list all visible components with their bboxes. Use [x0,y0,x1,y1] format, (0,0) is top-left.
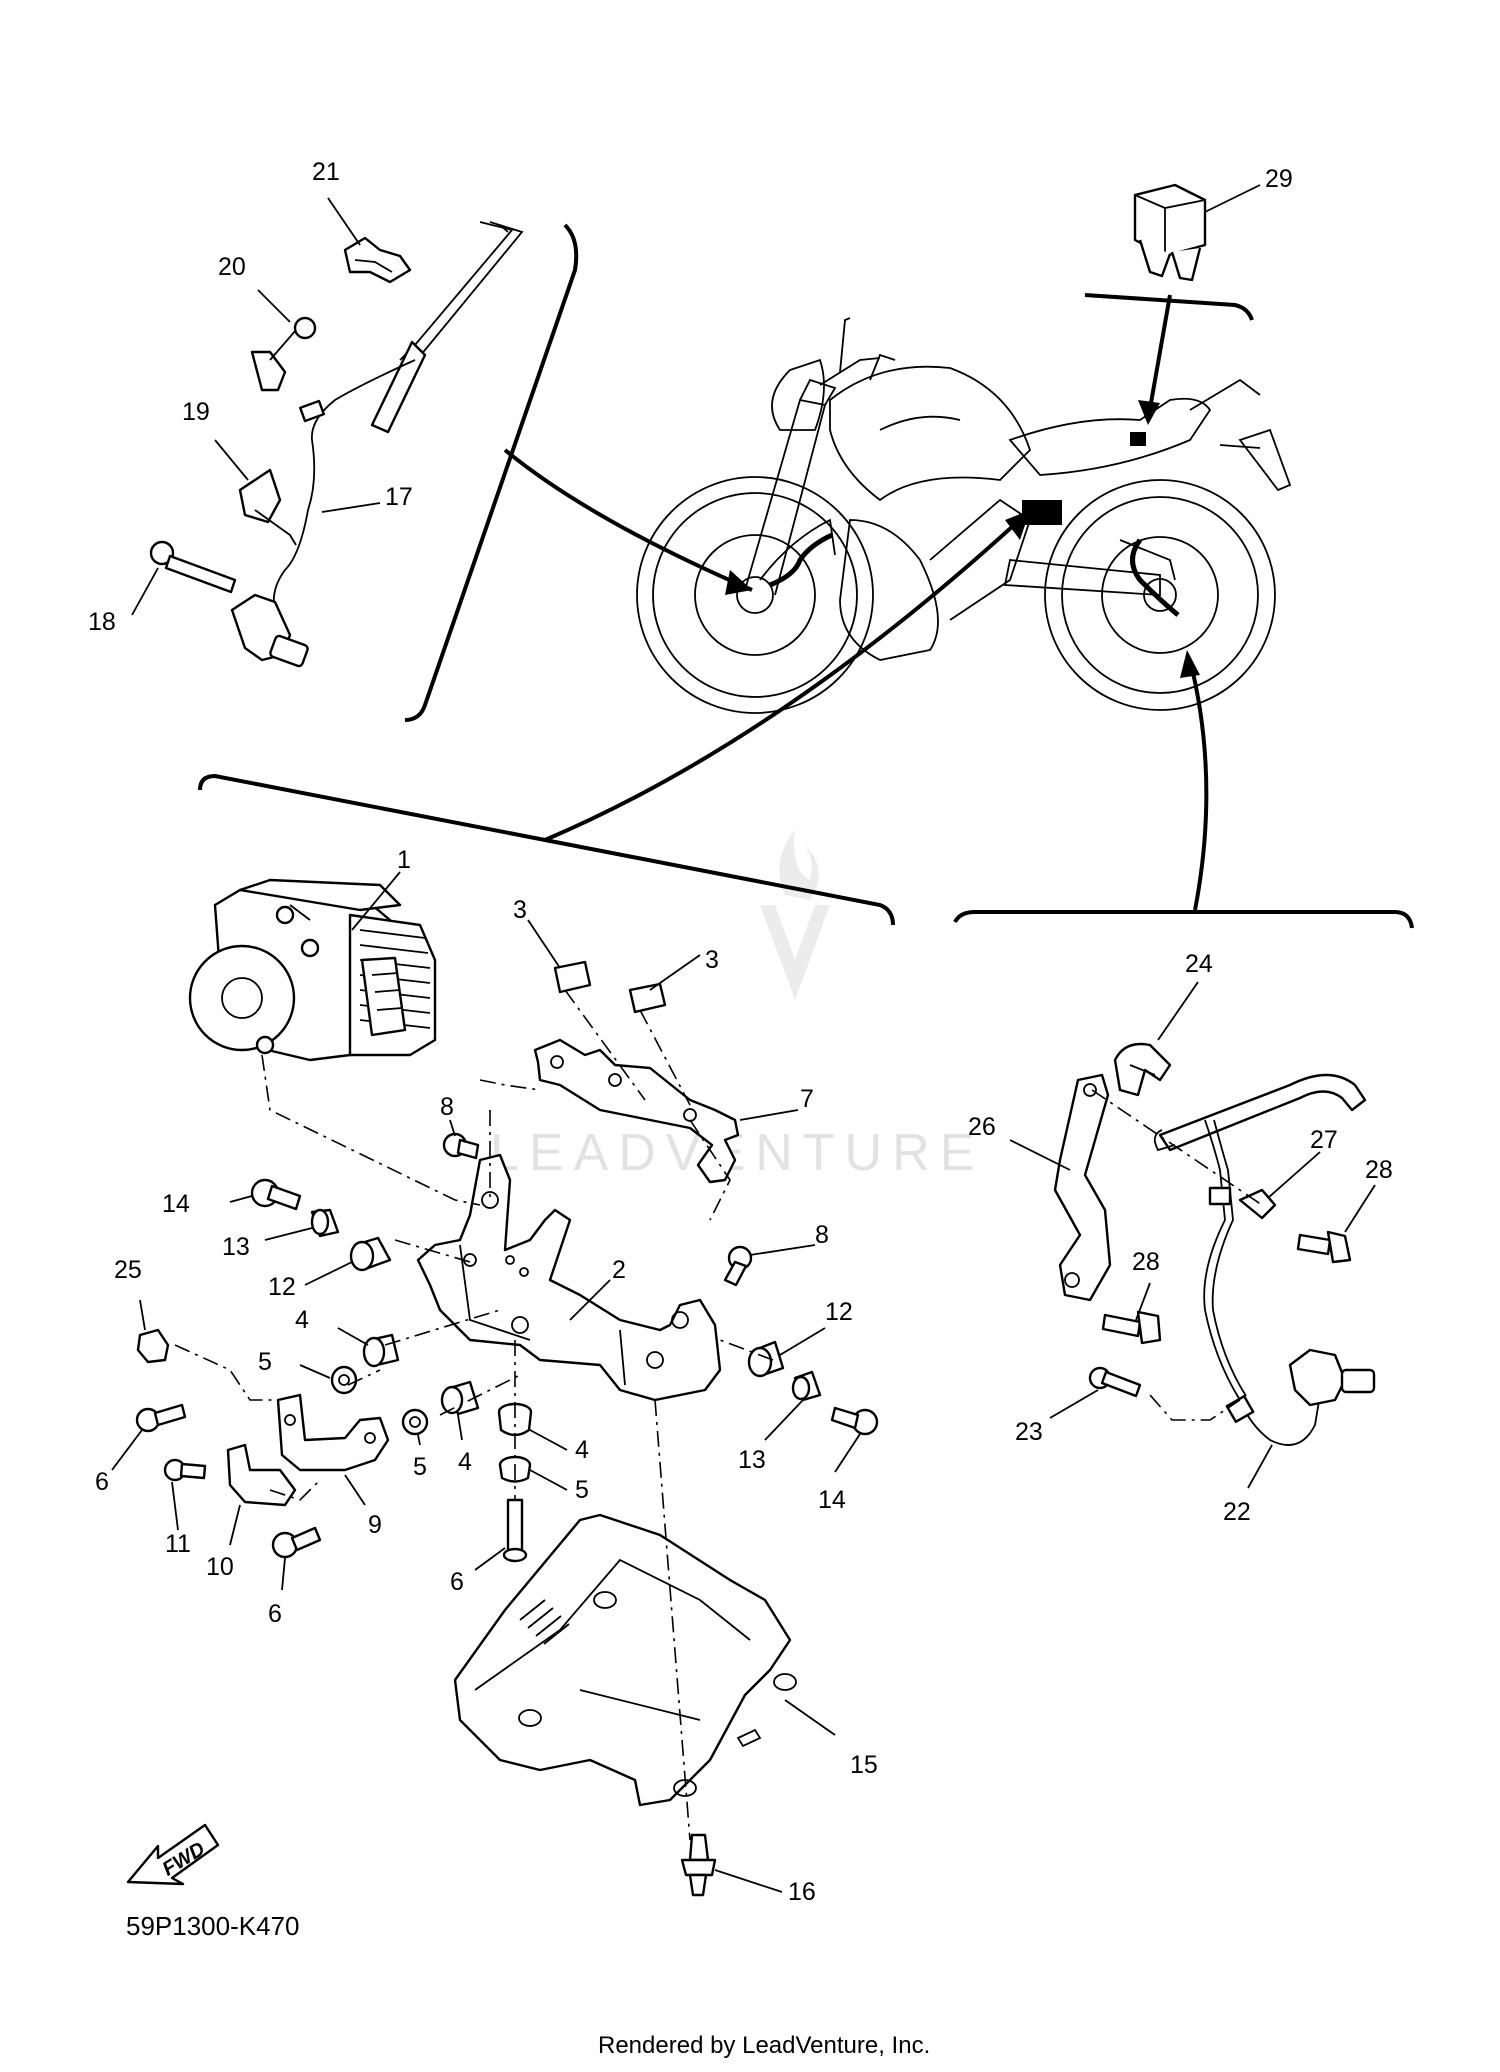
motorcycle-overview [503,294,1292,911]
part-20-tab [250,350,287,392]
fwd-arrow: FWD [126,1823,220,1886]
callout-5-stack: 5 [575,1476,589,1504]
callout-6-left: 6 [95,1468,109,1496]
diagram-code: 59P1300-K470 [126,1911,299,1941]
callout-13-left: 13 [222,1233,250,1261]
callout-4-center: 4 [458,1448,472,1476]
part-28-bolt-lower [1101,1310,1162,1345]
part-8-bolt-a [442,1132,480,1160]
part-28-bolt-top [1296,1230,1352,1264]
part-14-bolt-right [830,1406,879,1436]
callout-12-left: 12 [268,1273,296,1301]
callout-27: 27 [1310,1126,1338,1154]
callout-15: 15 [850,1751,878,1779]
part-9-stay [276,1393,390,1472]
part-29-relay [1133,183,1207,282]
part-5-collar-b [401,1408,429,1436]
callout-28-left: 28 [1132,1248,1160,1276]
relay-inset [1084,183,1261,321]
part-25-clip [136,1328,170,1364]
callout-6-lower: 6 [268,1600,282,1628]
part-3-damper-a [553,960,592,994]
part-6-bolt-lower [271,1526,322,1559]
part-6-bolt-center [502,1498,528,1563]
part-6-bolt-left [135,1403,187,1433]
callout-5-left: 5 [258,1348,272,1376]
callout-6-center: 6 [450,1568,464,1596]
part-14-bolt-left [250,1178,302,1211]
footer-credit: Rendered by LeadVenture, Inc. [598,2032,930,2059]
callout-25: 25 [114,1256,142,1284]
callout-16: 16 [788,1878,816,1906]
callout-19: 19 [182,398,210,426]
part-19-guide [238,468,282,524]
part-23-bolt [1088,1366,1142,1398]
callout-8-upper: 8 [440,1093,454,1121]
callout-3-left: 3 [513,896,527,924]
callout-10: 10 [206,1553,234,1581]
callout-17: 17 [385,483,413,511]
callout-28-right: 28 [1365,1156,1393,1184]
callout-7: 7 [800,1085,814,1113]
part-18-bolt [149,540,237,594]
part-11-bolt [163,1458,207,1482]
part-7-bracket [533,1038,740,1184]
part-2-bracket [416,1153,722,1402]
part-3-damper-b [628,982,667,1014]
callout-1: 1 [397,846,411,874]
rear-wheel-sensor [1288,1348,1347,1407]
part-12-grommet-left [349,1236,392,1272]
callout-26: 26 [968,1113,996,1141]
front-sensor-inset [131,197,579,722]
callout-3-right: 3 [705,946,719,974]
callout-20: 20 [218,253,246,281]
part-13-collar-right [791,1370,822,1402]
part-16-rivet [680,1833,717,1897]
callout-29: 29 [1265,165,1293,193]
part-4-grommet-b [440,1380,480,1416]
callout-8-right: 8 [815,1221,829,1249]
callout-5-center: 5 [413,1453,427,1481]
part-13-collar-left [310,1208,340,1238]
part-10-stay [226,1443,297,1507]
callout-13-right: 13 [738,1446,766,1474]
callout-22: 22 [1223,1498,1251,1526]
abs-assembly [111,773,895,1897]
part-8-bolt-b [723,1245,753,1287]
callout-24: 24 [1185,950,1213,978]
part-5-collar-a [330,1365,358,1395]
callout-9: 9 [368,1511,382,1539]
callout-2: 2 [612,1256,626,1284]
callout-12-right: 12 [825,1298,853,1326]
part-4-grommet-a [362,1333,400,1368]
part-26-bracket [1053,1073,1112,1302]
callout-21: 21 [312,158,340,186]
callout-14-left: 14 [162,1190,190,1218]
rear-sensor-inset [953,910,1414,1489]
callout-4-left: 4 [295,1306,309,1334]
part-12-grommet-right [747,1340,785,1378]
part-1-abs-unit [188,878,437,1062]
callout-14-right: 14 [818,1486,846,1514]
callout-23: 23 [1015,1418,1043,1446]
callout-18: 18 [88,608,116,636]
part-27-clip [1238,1188,1277,1220]
part-21-clamp [343,236,412,284]
callout-11: 11 [165,1530,191,1558]
callout-4-stack: 4 [575,1436,589,1464]
callout-labels: 21 20 19 17 18 29 1 3 3 7 8 8 14 13 12 2… [88,158,1393,1906]
